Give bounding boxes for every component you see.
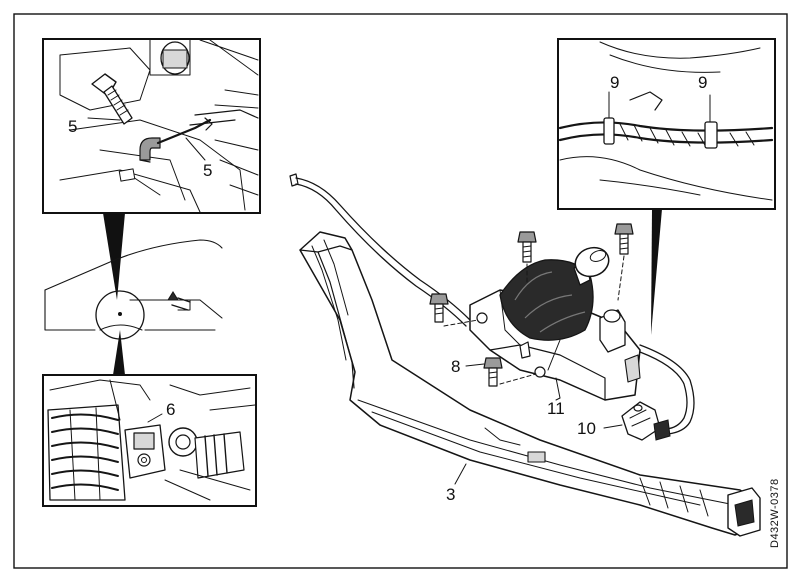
callout-8: 8 — [451, 357, 460, 376]
outer-frame — [13, 13, 788, 569]
inset-top-right-detail: 9 9 — [557, 38, 776, 210]
gear-shift-housing-part-11 — [469, 246, 641, 401]
gear-knob — [573, 246, 610, 286]
clip-5-lower — [139, 117, 213, 163]
wiring-harness — [558, 121, 774, 148]
bolt-left — [429, 293, 449, 323]
drive-shaft-joint — [164, 427, 251, 501]
bolt-6-bracket — [124, 424, 166, 479]
pointer-right-inset — [651, 209, 662, 335]
mounting-bolts-part-8 — [429, 223, 634, 387]
callout-10: 10 — [577, 419, 596, 438]
cable-clip-9-left — [603, 91, 615, 145]
locator-point — [118, 312, 122, 316]
drive-boot — [47, 404, 126, 501]
bolt-top-center — [517, 231, 537, 263]
pointer-top-inset — [103, 213, 125, 300]
linkage-cable-part-10 — [603, 344, 695, 441]
tunnel-console-part-3 — [299, 231, 761, 537]
pointer-bottom-inset — [113, 330, 125, 375]
callout-3: 3 — [446, 485, 455, 504]
callout-5-bottom: 5 — [203, 161, 212, 180]
inset-top-left-detail: 5 5 — [42, 38, 261, 214]
bolt-top-right — [614, 223, 634, 255]
drawing-reference-code: D432W-0378 — [769, 478, 781, 548]
bolt-5-upper — [91, 73, 133, 125]
callout-11: 11 — [547, 399, 565, 418]
callout-5-top: 5 — [68, 117, 77, 136]
cable-clip-9-right — [704, 94, 718, 149]
callout-9-right: 9 — [698, 73, 707, 92]
bolt-lower-labelled — [483, 357, 503, 387]
gear-lever-gaiter — [499, 259, 594, 341]
callout-9-left: 9 — [610, 73, 619, 92]
inset-bottom-left-detail: 6 — [42, 374, 257, 507]
car-outline-locator — [44, 239, 223, 340]
callout-6: 6 — [166, 400, 175, 419]
cable-connector — [621, 401, 671, 441]
